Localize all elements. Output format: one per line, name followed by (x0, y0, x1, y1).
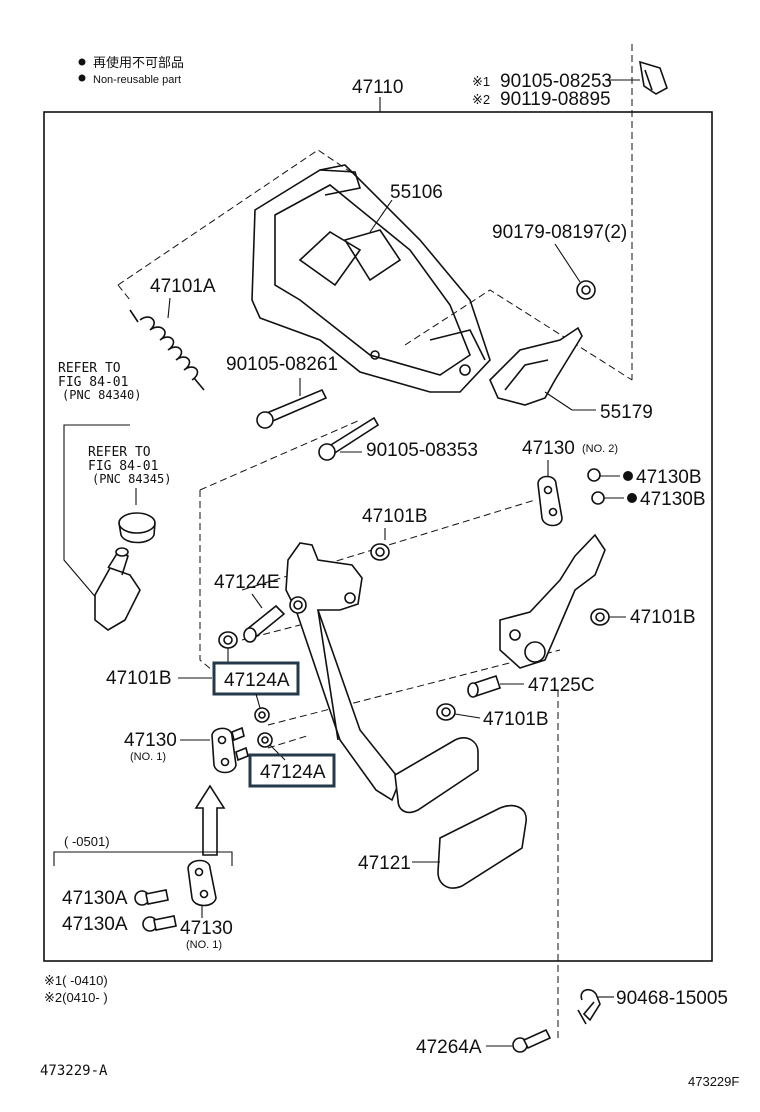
figure-code: 473229F (688, 1074, 739, 1089)
bolt-90105-08261-drawing (256, 388, 328, 429)
part-label-47124E[interactable]: 47124E (214, 572, 280, 593)
part-sublabel-no1: (NO. 1) (130, 751, 166, 763)
assembly-frame (43, 111, 713, 962)
pin-47130A-1-drawing (134, 889, 169, 906)
part-label-47101A[interactable]: 47101A (150, 276, 216, 297)
part-label-47130B-2[interactable]: 47130B (640, 489, 706, 510)
part-label-47101B-left[interactable]: 47101B (106, 668, 172, 689)
refer-note-2: REFER TO FIG 84-01 (PNC 84345) (88, 445, 171, 486)
part-label-90468-15005[interactable]: 90468-15005 (616, 988, 728, 1009)
part-label-90105-08253[interactable]: 90105-08253 (500, 71, 612, 92)
part-label-47124A-2[interactable]: 47124A (260, 762, 326, 783)
plate-47130-no1b-drawing (187, 859, 217, 907)
pin-47264A-drawing (512, 1028, 552, 1053)
part-sublabel-no2: (NO. 2) (582, 443, 618, 455)
bushing-47101B-top-drawing (370, 543, 390, 561)
bolt-90105-08353-drawing (318, 416, 380, 461)
part-label-47130A-2[interactable]: 47130A (62, 914, 128, 935)
bushing-small-2-drawing (257, 732, 273, 748)
footnote-mark-2: ※2 (472, 92, 490, 107)
bracket-55106-drawing (251, 164, 491, 393)
pin-47130B-2-drawing (591, 491, 637, 505)
legend-line-2: Non-reusable part (93, 74, 181, 86)
plate-47130-no1-drawing (211, 726, 249, 774)
part-label-90105-08261[interactable]: 90105-08261 (226, 354, 338, 375)
part-label-47121[interactable]: 47121 (358, 853, 411, 874)
bullet-icon (78, 58, 86, 66)
refer-1-line-3: (PNC 84340) (62, 388, 141, 402)
part-sublabel-no1b: (NO. 1) (186, 939, 222, 951)
part-label-90179-08197[interactable]: 90179-08197(2) (492, 222, 627, 243)
part-label-90119-08895[interactable]: 90119-08895 (500, 89, 611, 110)
range-label: ( -0501) (64, 834, 110, 849)
stopper-cushion-drawing (118, 512, 156, 544)
bushing-small-1-drawing (254, 707, 270, 723)
pedal-pad-47121-drawing (437, 804, 527, 889)
refer-1-line-1: REFER TO (58, 361, 121, 376)
diagram-id: 473229-A (40, 1063, 108, 1079)
refer-note-1: REFER TO FIG 84-01 (PNC 84340) (58, 361, 141, 402)
bracket-55179-drawing (489, 326, 583, 406)
rear-bracket-drawing (499, 533, 606, 669)
part-label-47130-no2[interactable]: 47130 (522, 438, 575, 459)
clip-90468-drawing (577, 988, 601, 1025)
refer-1-line-2: FIG 84-01 (58, 375, 128, 390)
part-label-47124A-1[interactable]: 47124A (224, 670, 290, 691)
bullet-icon (78, 74, 86, 82)
part-label-47101B-top[interactable]: 47101B (362, 506, 428, 527)
bushing-47101B-right-drawing (590, 608, 610, 626)
part-label-47130A-1[interactable]: 47130A (62, 888, 128, 909)
collar-47125C-drawing (467, 674, 502, 698)
part-label-47264A[interactable]: 47264A (416, 1037, 482, 1058)
note-1: ※1( -0410) (44, 973, 108, 988)
nut-icon (576, 280, 596, 300)
pin-47130A-2-drawing (142, 915, 177, 932)
pin-47130B-1-drawing (587, 468, 633, 482)
refer-2-line-1: REFER TO (88, 445, 151, 460)
stop-switch-drawing (94, 547, 141, 631)
bushing-47101B-mid-drawing (436, 703, 456, 721)
part-label-47125C[interactable]: 47125C (528, 675, 595, 696)
refer-2-line-2: FIG 84-01 (88, 459, 158, 474)
bolt-icon (638, 60, 668, 95)
part-label-47130-no1[interactable]: 47130 (124, 730, 177, 751)
bushing-47101B-left-drawing (218, 631, 238, 649)
part-label-55106[interactable]: 55106 (390, 182, 443, 203)
assembly-label[interactable]: 47110 (352, 77, 403, 98)
collar-47124E-drawing (243, 604, 286, 643)
plate-47130-no2-drawing (537, 475, 563, 527)
part-label-47101B-mid[interactable]: 47101B (483, 709, 549, 730)
part-label-47130B-1[interactable]: 47130B (636, 467, 702, 488)
part-label-55179[interactable]: 55179 (600, 402, 653, 423)
part-label-47130-no1b[interactable]: 47130 (180, 918, 233, 939)
legend: 再使用不可部品 Non-reusable part (78, 55, 184, 86)
spring-47101A-drawing (129, 309, 205, 391)
legend-line-1: 再使用不可部品 (93, 55, 184, 70)
note-2: ※2(0410- ) (44, 990, 108, 1005)
arrow-up-icon (194, 784, 226, 856)
brake-pedal-arm-drawing (285, 542, 479, 814)
part-label-90105-08353[interactable]: 90105-08353 (366, 440, 478, 461)
refer-2-line-3: (PNC 84345) (92, 472, 171, 486)
highlight-box-47124A-2 (248, 753, 336, 788)
part-label-47101B-right[interactable]: 47101B (630, 607, 696, 628)
footnote-mark-1: ※1 (472, 74, 490, 89)
